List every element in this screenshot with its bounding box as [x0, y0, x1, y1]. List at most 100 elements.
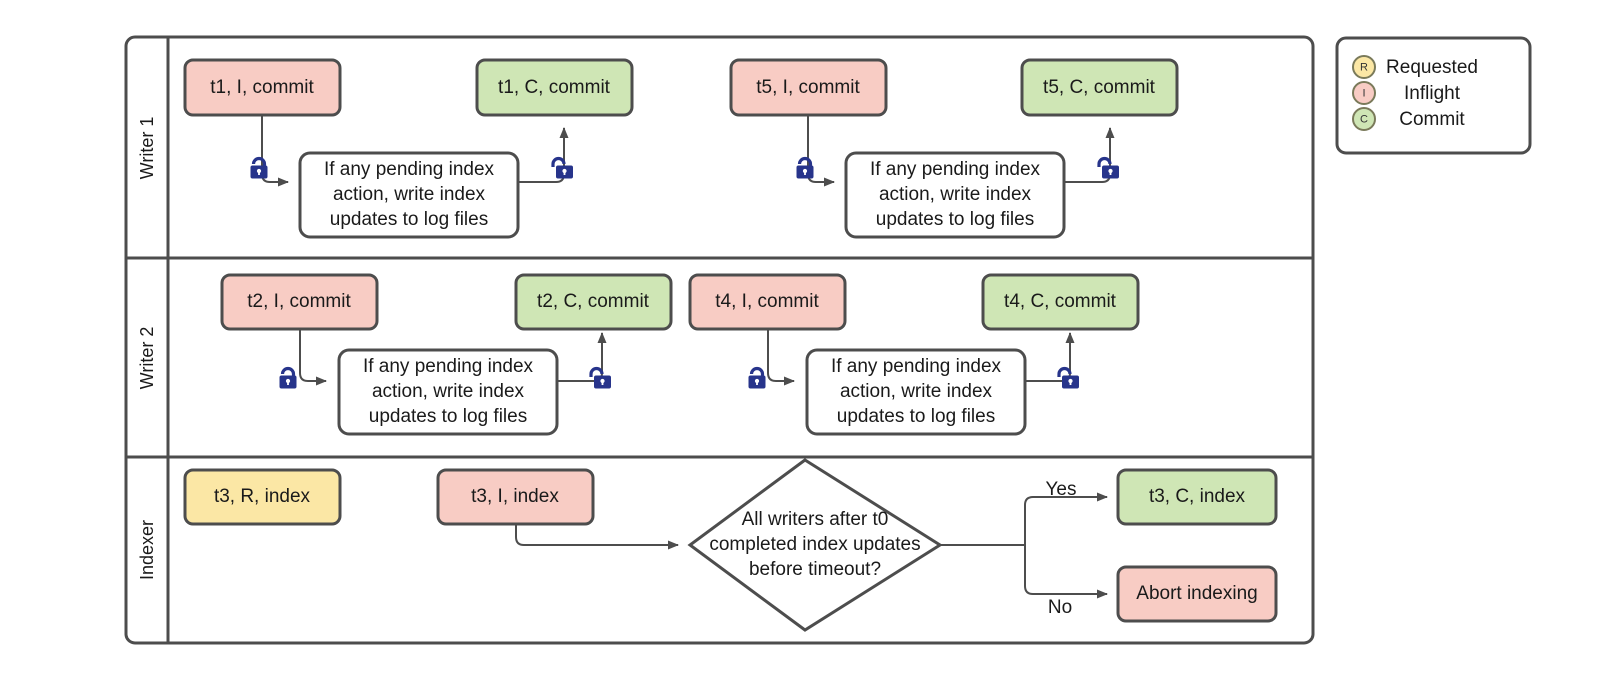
requested-badge-letter: R: [1360, 61, 1368, 73]
node-box[interactable]: [183, 58, 342, 117]
node-label: t5, C, commit: [1043, 77, 1156, 98]
decision-line-3: before timeout?: [749, 559, 881, 580]
lock-keyhole-stem: [804, 171, 806, 175]
process-line-1: If any pending index: [363, 356, 534, 377]
node-box[interactable]: [729, 58, 888, 117]
process-line-2: action, write index: [333, 184, 486, 205]
lock-closed-icon: [250, 156, 268, 179]
process-w2-right[interactable]: If any pending index action, write index…: [805, 348, 1027, 436]
node-w1-t1-inflight[interactable]: t1, I, commit: [183, 58, 342, 117]
node-w2-t2-inflight[interactable]: t2, I, commit: [220, 273, 379, 331]
process-w1-left[interactable]: If any pending index action, write index…: [298, 151, 520, 239]
node-w1-t5-inflight[interactable]: t5, I, commit: [729, 58, 888, 117]
decision-diamond[interactable]: All writers after t0 completed index upd…: [687, 458, 943, 632]
requested-badge-icon: [1352, 55, 1376, 79]
edge-t3i-to-decision: [515, 524, 679, 550]
node-w2-t4-inflight[interactable]: t4, I, commit: [688, 273, 847, 331]
process-w1-right[interactable]: If any pending index action, write index…: [844, 151, 1066, 239]
node-box[interactable]: [1116, 565, 1278, 623]
lock-shackle: [797, 156, 813, 167]
node-ix-abort-indexing[interactable]: Abort indexing: [1116, 565, 1278, 623]
decision-line-2: completed index updates: [709, 534, 920, 555]
edge-label-yes: Yes: [1046, 479, 1077, 500]
node-w1-t5-commit[interactable]: t5, C, commit: [1020, 58, 1179, 117]
edge-t2i-to-process: [299, 329, 327, 386]
lock-keyhole-stem: [601, 381, 604, 385]
process-line-3: updates to log files: [369, 406, 527, 427]
process-box[interactable]: [805, 348, 1027, 436]
process-line-1: If any pending index: [324, 159, 495, 180]
node-box[interactable]: [183, 468, 342, 526]
lane-label-indexer: Indexer: [137, 520, 157, 580]
process-line-1: If any pending index: [831, 356, 1002, 377]
node-label: t4, I, commit: [715, 291, 819, 312]
node-label: Abort indexing: [1136, 583, 1257, 604]
lane-label-writer-2: Writer 2: [137, 327, 157, 390]
process-line-2: action, write index: [879, 184, 1032, 205]
lock-shackle: [749, 366, 765, 377]
lane-label-text: Writer 1: [137, 117, 157, 180]
legend-panel: R Requested I Inflight C Commit: [1335, 36, 1532, 155]
commit-badge-icon: [1352, 107, 1376, 131]
lock-open-icon: [1097, 156, 1119, 179]
lane-label-text: Writer 2: [137, 327, 157, 390]
process-line-3: updates to log files: [330, 209, 488, 230]
swimlane-container: [124, 35, 1315, 645]
node-label: t3, I, index: [471, 486, 559, 507]
node-box[interactable]: [436, 468, 595, 526]
lane-label-writer-1: Writer 1: [137, 117, 157, 180]
lock-open-icon: [551, 156, 573, 179]
process-line-3: updates to log files: [837, 406, 995, 427]
node-label: t1, C, commit: [498, 77, 611, 98]
node-box[interactable]: [1116, 468, 1278, 526]
lock-shackle-open: [589, 366, 604, 377]
lock-shackle-open: [1097, 156, 1112, 167]
node-box[interactable]: [475, 58, 634, 117]
node-box[interactable]: [1020, 58, 1179, 117]
lock-keyhole-stem: [1109, 171, 1112, 175]
node-ix-t3-commit[interactable]: t3, C, index: [1116, 468, 1278, 526]
process-box[interactable]: [844, 151, 1066, 239]
node-label: t2, C, commit: [537, 291, 650, 312]
process-box[interactable]: [298, 151, 520, 239]
lane-label-text: Indexer: [137, 520, 157, 580]
node-label: t4, C, commit: [1004, 291, 1117, 312]
decision-shape[interactable]: [687, 458, 943, 632]
edge-decision-no: [1024, 545, 1108, 599]
legend-label: Inflight: [1404, 83, 1461, 104]
lock-closed-icon: [796, 156, 814, 179]
node-ix-t3-inflight[interactable]: t3, I, index: [436, 468, 595, 526]
process-box[interactable]: [337, 348, 559, 436]
node-label: t1, I, commit: [210, 77, 314, 98]
edge-label-no: No: [1048, 597, 1072, 618]
lock-keyhole-stem: [1069, 381, 1072, 385]
node-box[interactable]: [514, 273, 673, 331]
process-w2-left[interactable]: If any pending index action, write index…: [337, 348, 559, 436]
legend-label: Requested: [1386, 57, 1478, 78]
node-ix-t3-requested[interactable]: t3, R, index: [183, 468, 342, 526]
indexer-edges: Yes No: [515, 479, 1108, 618]
node-w1-t1-commit[interactable]: t1, C, commit: [475, 58, 634, 117]
legend-item-requested: R Requested: [1352, 55, 1478, 79]
process-line-3: updates to log files: [876, 209, 1034, 230]
lock-open-icon: [589, 366, 611, 389]
lock-closed-icon: [748, 366, 766, 389]
lock-shackle-open: [551, 156, 566, 167]
lock-shackle: [251, 156, 267, 167]
lock-open-icon: [1057, 366, 1079, 389]
lock-keyhole-stem: [563, 171, 566, 175]
node-box[interactable]: [688, 273, 847, 331]
edge-decision-yes: [1024, 492, 1108, 545]
legend-border: [1335, 36, 1532, 155]
lock-closed-icon: [279, 366, 297, 389]
commit-badge-letter: C: [1360, 113, 1368, 125]
inflight-badge-letter: I: [1362, 87, 1365, 99]
node-w2-t4-commit[interactable]: t4, C, commit: [981, 273, 1140, 331]
node-w2-t2-commit[interactable]: t2, C, commit: [514, 273, 673, 331]
edge-process-to-t2c: [557, 332, 607, 382]
inflight-badge-icon: [1352, 81, 1376, 105]
node-box[interactable]: [220, 273, 379, 331]
node-box[interactable]: [981, 273, 1140, 331]
